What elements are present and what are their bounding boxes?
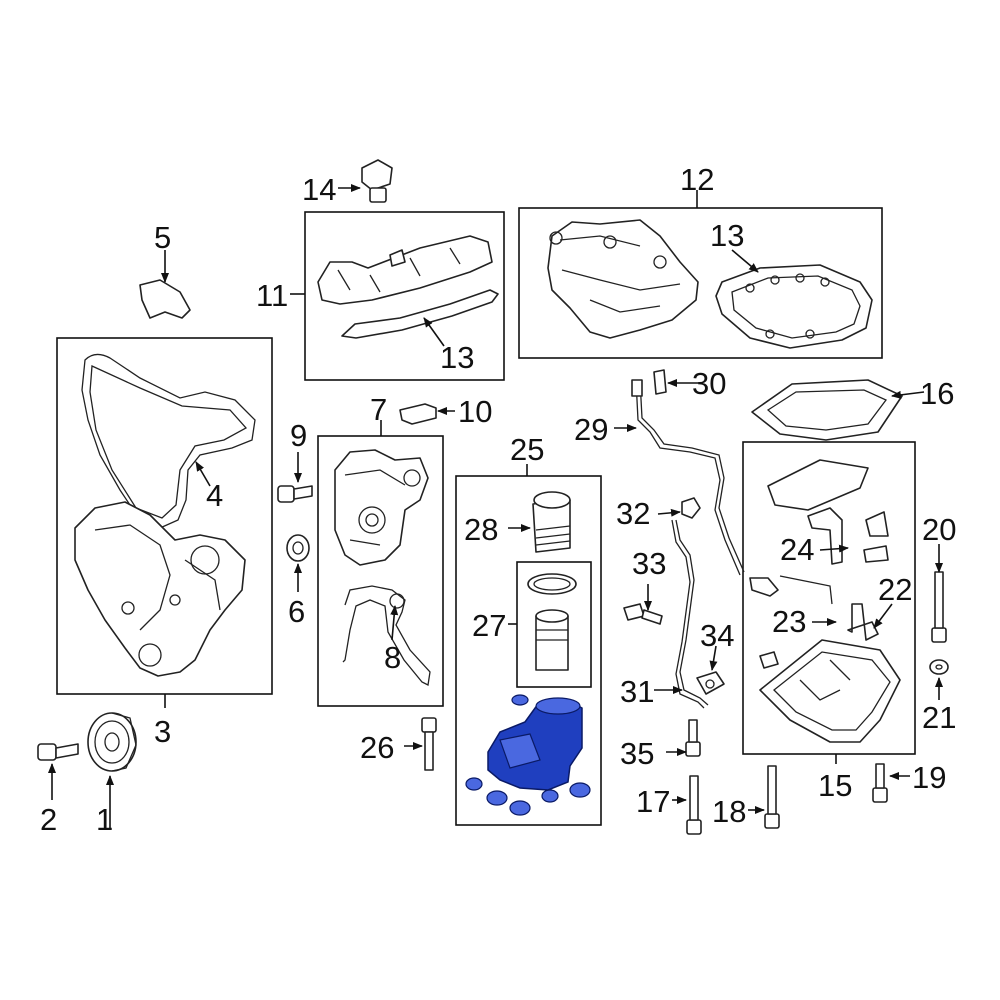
callout-30: 30	[692, 366, 726, 401]
part-8-pickup-seal[interactable]	[342, 585, 431, 686]
part-17-bolt[interactable]	[686, 775, 702, 835]
part-6-seal[interactable]	[286, 534, 310, 562]
callout-21: 21	[922, 700, 956, 735]
callout-25: 25	[510, 432, 544, 467]
part-14-oil-filler-cap[interactable]	[361, 159, 393, 203]
callout-1: 1	[96, 802, 113, 837]
box-oil-pan	[742, 441, 916, 755]
callout-26: 26	[360, 730, 394, 765]
callout-19: 19	[912, 760, 946, 795]
box-valve-cover-left	[304, 211, 505, 381]
callout-22: 22	[878, 572, 912, 607]
callout-6: 6	[288, 594, 305, 629]
callout-24: 24	[780, 532, 814, 567]
callout-20: 20	[922, 512, 956, 547]
callout-31: 31	[620, 674, 654, 709]
part-4-timing-cover-seal[interactable]	[81, 353, 256, 529]
part-24-pickup-tube[interactable]	[807, 507, 889, 565]
part-19-bolt[interactable]	[872, 763, 888, 803]
part-34-bracket[interactable]	[696, 671, 725, 695]
box-oil-filter-housing	[455, 475, 602, 826]
part-29-dipstick-wire[interactable]	[635, 379, 741, 576]
callout-15: 15	[818, 768, 852, 803]
callout-4: 4	[206, 478, 223, 513]
part-31-dipstick-tube[interactable]	[675, 519, 709, 706]
callout-34: 34	[700, 618, 734, 653]
callout-11: 11	[256, 278, 288, 313]
callout-9: 9	[290, 418, 307, 453]
part-oil-pan-baffle[interactable]	[767, 459, 869, 511]
callout-35: 35	[620, 736, 654, 771]
callout-17: 17	[636, 784, 670, 819]
part-26-bolt[interactable]	[421, 717, 437, 771]
callout-3: 3	[154, 714, 171, 749]
part-21-washer[interactable]	[929, 659, 949, 675]
part-10-sensor[interactable]	[399, 403, 437, 425]
part-32-grommet[interactable]	[681, 497, 701, 519]
box-valve-cover-right	[518, 207, 883, 359]
callout-13-right: 13	[710, 218, 744, 253]
callout-13-left: 13	[440, 340, 474, 375]
part-22-oil-pickup[interactable]	[847, 603, 879, 641]
callout-5: 5	[154, 220, 171, 255]
part-13-gasket-right[interactable]	[715, 264, 873, 349]
part-18-bolt[interactable]	[764, 765, 780, 829]
callout-12: 12	[680, 162, 714, 197]
part-25-filter-housing[interactable]	[465, 694, 591, 816]
part-11-valve-cover-left[interactable]	[317, 235, 493, 305]
part-2-pulley-bolt[interactable]	[37, 743, 79, 761]
part-5-bracket[interactable]	[139, 279, 191, 319]
callout-27: 27	[472, 608, 506, 643]
callout-8: 8	[384, 640, 401, 675]
part-15-oil-pan[interactable]	[759, 639, 901, 743]
part-3-timing-cover[interactable]	[74, 501, 246, 677]
part-12-valve-cover-right[interactable]	[547, 219, 699, 339]
part-28-filter-cap[interactable]	[532, 491, 571, 553]
part-16-pan-gasket[interactable]	[751, 379, 903, 441]
part-27-oil-filter[interactable]	[527, 573, 577, 671]
part-9-bolt[interactable]	[277, 485, 313, 503]
part-13-gasket-left[interactable]	[341, 289, 499, 339]
callout-33: 33	[632, 546, 666, 581]
part-20-bolt[interactable]	[931, 571, 947, 643]
part-30-sensor[interactable]	[653, 369, 667, 395]
callout-10: 10	[458, 394, 492, 429]
callout-14: 14	[302, 172, 336, 207]
callout-7: 7	[370, 392, 387, 427]
part-35-bolt[interactable]	[685, 719, 701, 757]
callout-28: 28	[464, 512, 498, 547]
callout-29: 29	[574, 412, 608, 447]
callout-18: 18	[712, 794, 746, 829]
callout-16: 16	[920, 376, 954, 411]
part-7-oil-pump[interactable]	[334, 449, 429, 566]
part-1-crank-pulley[interactable]	[87, 712, 137, 772]
part-33-stud[interactable]	[623, 603, 663, 625]
callout-23: 23	[772, 604, 806, 639]
part-23-sensor-bolt[interactable]	[749, 575, 833, 669]
callout-32: 32	[616, 496, 650, 531]
callout-2: 2	[40, 802, 57, 837]
